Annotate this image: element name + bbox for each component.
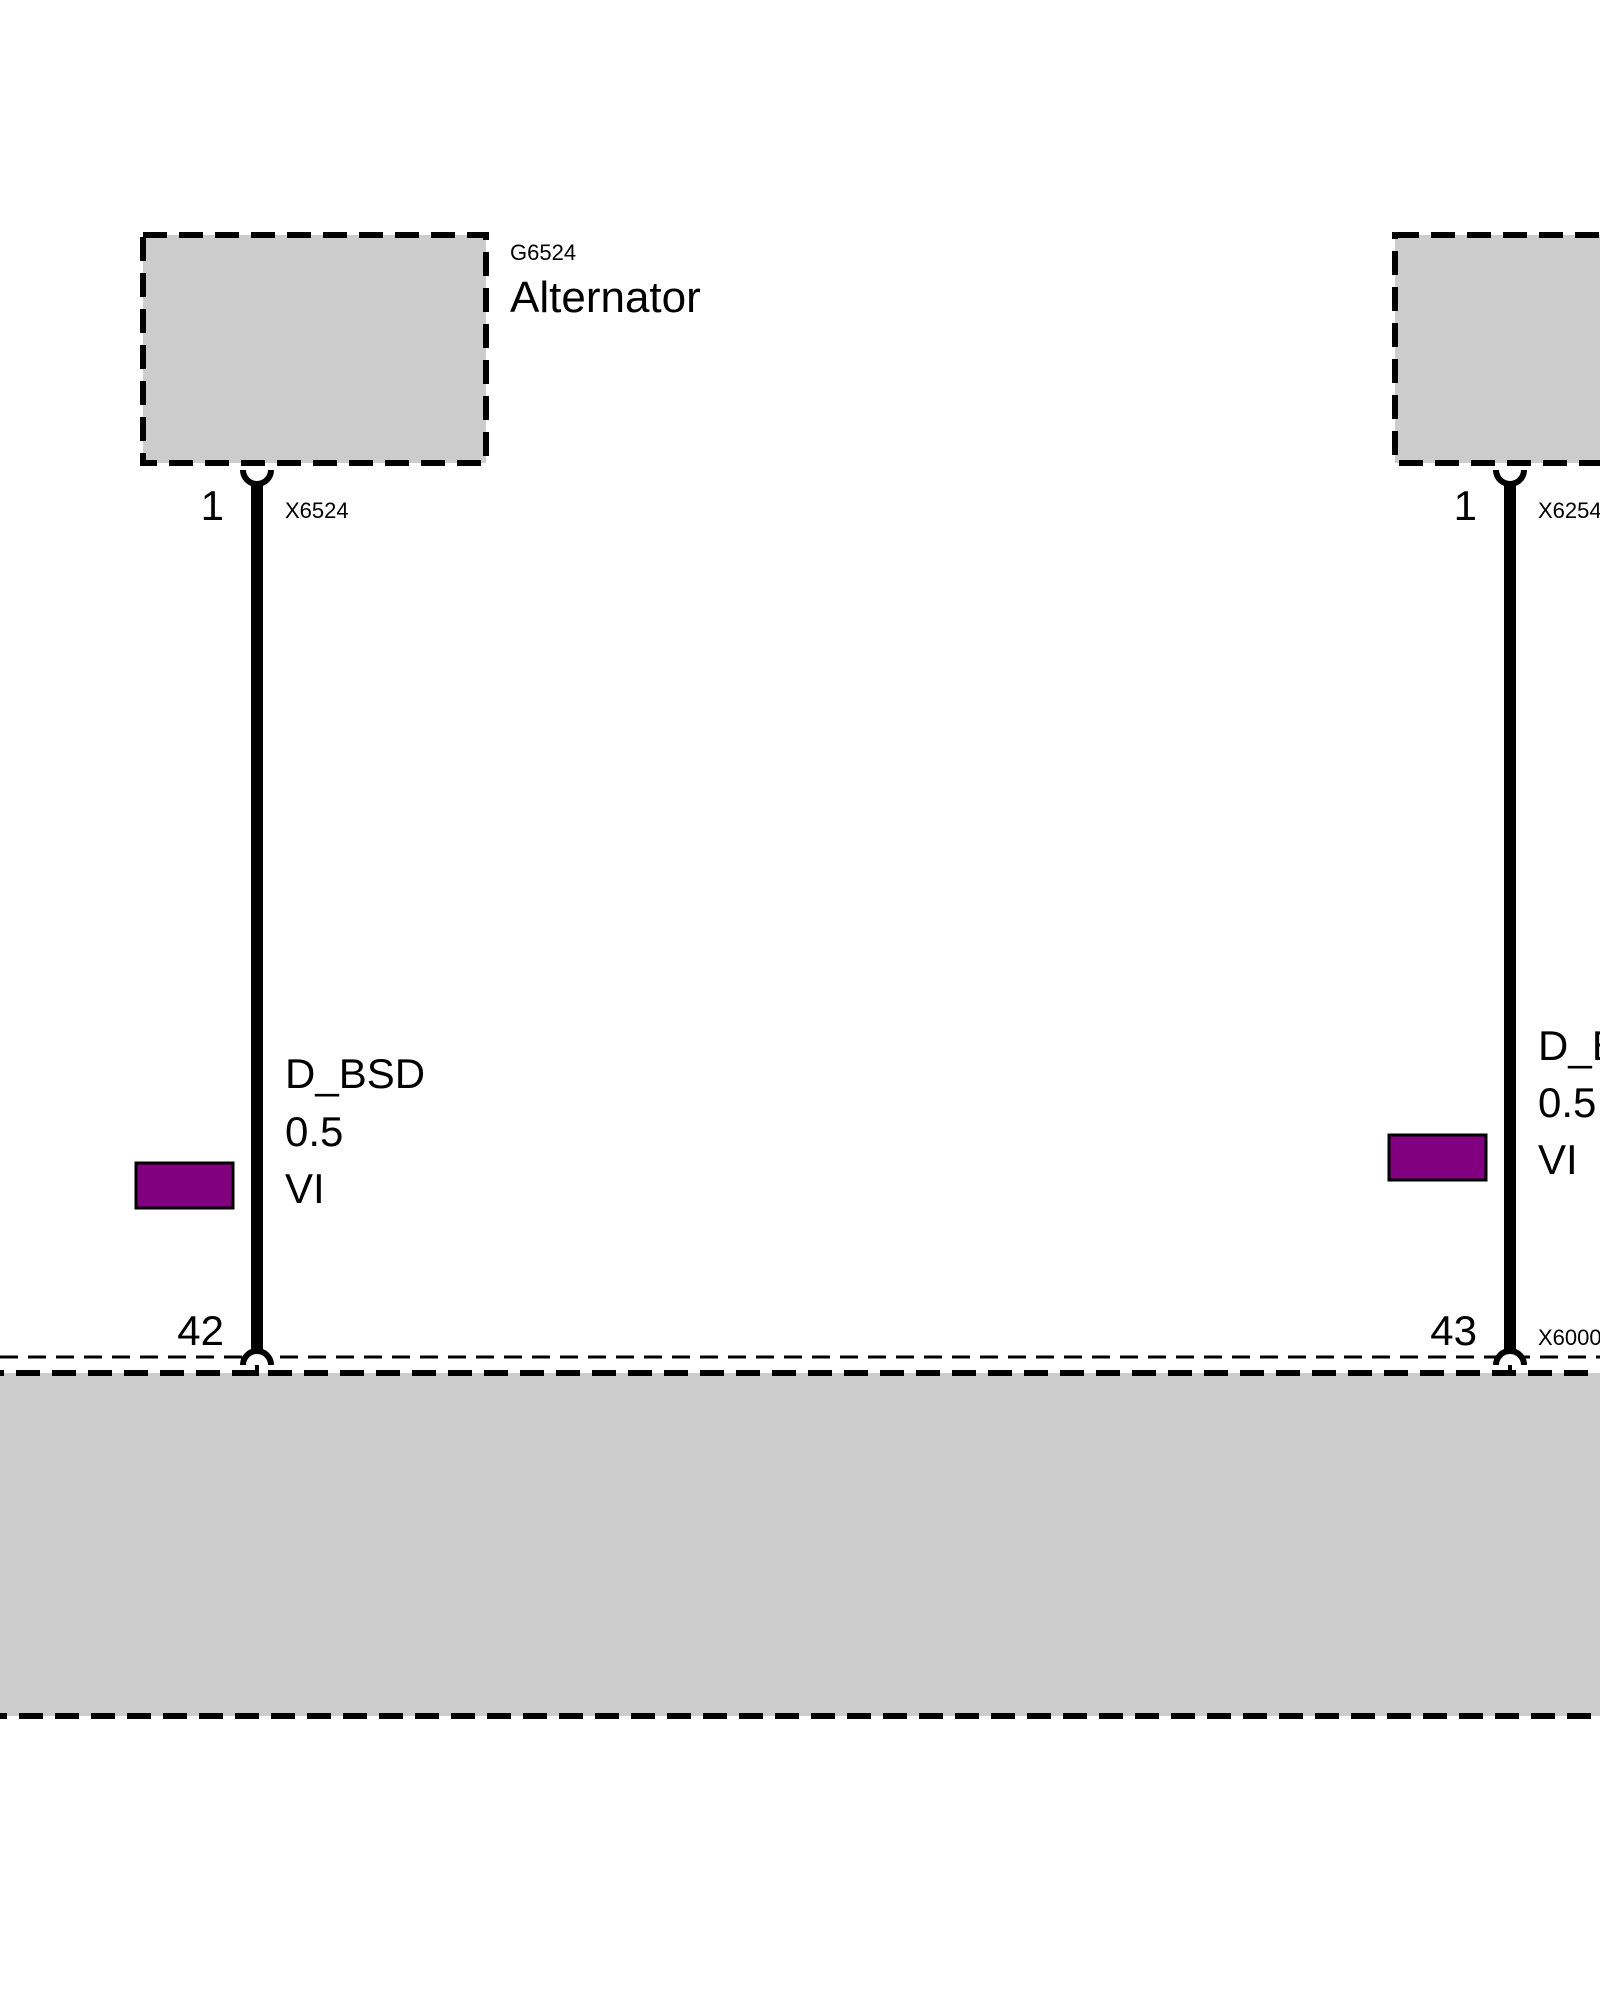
alternator-id-label: G6524 (510, 240, 576, 265)
right-component-box[interactable] (1392, 232, 1600, 466)
bottom-component-box[interactable] (0, 1370, 1600, 1719)
alternator-pin-label: 1 (201, 482, 224, 529)
wire-1-signal-label: D_BSD (285, 1050, 425, 1097)
wire-2-bottom-terminal (1493, 1348, 1527, 1366)
right-component-pin-label: 1 (1454, 482, 1477, 529)
wire-1-color-swatch (134, 1161, 235, 1210)
wire-1-bottom-terminal (240, 1348, 274, 1366)
wire-1-top-terminal (240, 469, 274, 487)
wire-2-bottom-pin-label: 43 (1430, 1307, 1477, 1354)
wire-1-gauge-label: 0.5 (285, 1108, 343, 1155)
wire-1-color-label: VI (285, 1165, 325, 1212)
wire-1-bottom-pin-label: 42 (177, 1307, 224, 1354)
alternator-box[interactable] (140, 232, 489, 466)
right-component-connector-label: X6254 (1538, 498, 1600, 523)
wire-2-gauge-label: 0.5 (1538, 1079, 1596, 1126)
bottom-component-connector-label: X6000 (1538, 1325, 1600, 1350)
wire-2-color-swatch (1387, 1133, 1488, 1182)
alternator-name-label: Alternator (510, 273, 701, 322)
wire-2-color-label: VI (1538, 1136, 1578, 1183)
wire-2-signal-label: D_BSD (1538, 1022, 1600, 1069)
wire-2-top-terminal (1493, 469, 1527, 487)
alternator-connector-label: X6524 (285, 498, 349, 523)
